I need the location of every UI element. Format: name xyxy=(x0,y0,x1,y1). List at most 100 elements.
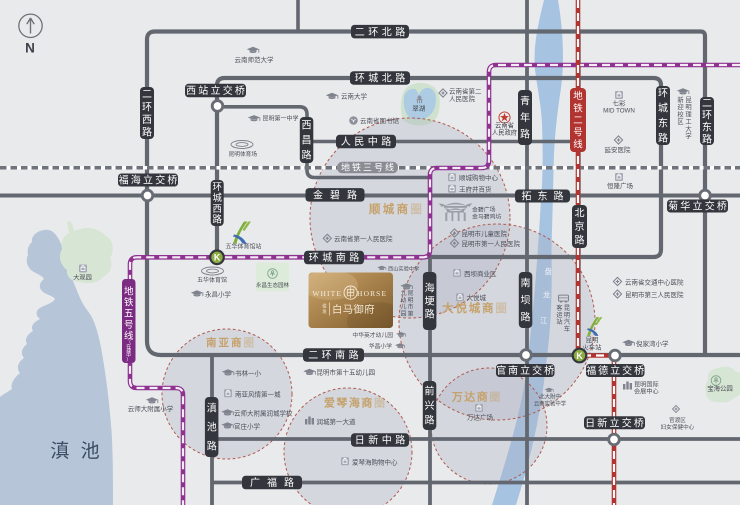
svg-text:五华体育馆: 五华体育馆 xyxy=(197,276,227,284)
svg-text:大悦城商圈: 大悦城商圈 xyxy=(442,301,509,315)
svg-text:大悦城: 大悦城 xyxy=(467,293,487,302)
svg-text:环城北路: 环城北路 xyxy=(355,72,409,85)
svg-text:翠湖: 翠湖 xyxy=(412,104,426,113)
svg-text:明: 明 xyxy=(685,103,691,111)
svg-text:路: 路 xyxy=(425,308,435,321)
svg-text:官南立交桥: 官南立交桥 xyxy=(496,364,556,377)
svg-text:工: 工 xyxy=(685,119,691,126)
svg-text:K: K xyxy=(576,351,583,361)
svg-text:园: 园 xyxy=(401,310,407,317)
svg-text:迎: 迎 xyxy=(677,102,684,111)
svg-text:线: 线 xyxy=(124,330,134,342)
svg-text:西山实验中学: 西山实验中学 xyxy=(388,264,419,272)
svg-text:中华英才幼儿园: 中华英才幼儿园 xyxy=(352,331,393,339)
svg-text:环城南路: 环城南路 xyxy=(309,251,363,264)
svg-text:中: 中 xyxy=(126,352,131,359)
svg-text:昆: 昆 xyxy=(564,305,570,312)
svg-text:号: 号 xyxy=(124,320,134,331)
svg-text:五: 五 xyxy=(124,309,134,320)
svg-text:西站立交桥: 西站立交桥 xyxy=(186,84,247,97)
svg-text:线: 线 xyxy=(573,139,583,151)
svg-text:环: 环 xyxy=(702,111,712,122)
svg-text:理: 理 xyxy=(685,110,692,118)
svg-text:万达商圈: 万达商圈 xyxy=(451,390,502,404)
svg-text:南亚商圈: 南亚商圈 xyxy=(206,336,256,349)
svg-text:京: 京 xyxy=(575,220,585,233)
svg-text:南: 南 xyxy=(521,277,531,290)
svg-text:城: 城 xyxy=(212,193,222,204)
svg-text:昆明市第一人民医院: 昆明市第一人民医院 xyxy=(462,239,521,248)
svg-text:云南实验中学: 云南实验中学 xyxy=(534,400,567,408)
svg-text:地铁三号线: 地铁三号线 xyxy=(341,162,396,173)
svg-text:西: 西 xyxy=(302,121,312,132)
svg-text:北: 北 xyxy=(575,208,585,220)
svg-text:永昌生态园林: 永昌生态园林 xyxy=(256,281,290,289)
svg-text:建: 建 xyxy=(126,347,131,354)
svg-text:坝: 坝 xyxy=(521,295,531,307)
svg-text:环: 环 xyxy=(658,89,668,100)
svg-text:校: 校 xyxy=(677,109,684,118)
svg-text:二环南路: 二环南路 xyxy=(308,349,362,362)
svg-text:第: 第 xyxy=(408,309,414,317)
svg-text:昆明市第十五幼儿园: 昆明市第十五幼儿园 xyxy=(317,368,376,377)
svg-text:官渡区: 官渡区 xyxy=(669,416,686,424)
svg-text:路: 路 xyxy=(520,128,530,141)
svg-text:人民中路: 人民中路 xyxy=(341,135,395,148)
svg-text:北大附中: 北大附中 xyxy=(539,393,561,401)
svg-text:宝海公园: 宝海公园 xyxy=(707,384,733,393)
svg-text:路: 路 xyxy=(302,149,312,162)
svg-text:新: 新 xyxy=(677,95,684,104)
svg-text:昆明体育场: 昆明体育场 xyxy=(229,150,258,158)
svg-text:云南省图书馆: 云南省图书馆 xyxy=(360,116,400,125)
svg-text:西坝商业区: 西坝商业区 xyxy=(464,269,497,278)
svg-text:青: 青 xyxy=(520,95,530,108)
svg-text:延安医院: 延安医院 xyxy=(605,145,632,154)
svg-text:广福路: 广福路 xyxy=(250,476,301,489)
svg-text:云南师范大学: 云南师范大学 xyxy=(235,55,275,64)
svg-text:九: 九 xyxy=(401,289,407,297)
svg-text:盘: 盘 xyxy=(545,267,552,276)
svg-text:发: 发 xyxy=(322,308,327,315)
svg-text:云南省第二: 云南省第二 xyxy=(449,87,482,96)
svg-text:WHITE: WHITE xyxy=(312,289,342,298)
svg-text:南亚风情第一城: 南亚风情第一城 xyxy=(235,389,281,398)
svg-text:大观园: 大观园 xyxy=(73,274,92,282)
svg-text:白马御府: 白马御府 xyxy=(332,303,375,316)
svg-text:环: 环 xyxy=(212,182,222,193)
svg-text:MID TOWN: MID TOWN xyxy=(603,108,635,115)
svg-text:万达广场: 万达广场 xyxy=(467,413,494,422)
svg-text:金碧广场: 金碧广场 xyxy=(472,205,496,213)
svg-text:号: 号 xyxy=(573,128,583,139)
svg-text:学: 学 xyxy=(685,131,691,140)
svg-text:年: 年 xyxy=(520,111,530,124)
svg-text:五华体育馆站: 五华体育馆站 xyxy=(225,243,261,251)
svg-text:恒隆广场: 恒隆广场 xyxy=(607,181,634,190)
svg-text:王府井百货: 王府井百货 xyxy=(459,185,492,194)
svg-text:路: 路 xyxy=(142,126,152,139)
svg-text:人民政府: 人民政府 xyxy=(492,128,517,137)
svg-text:前: 前 xyxy=(425,385,435,398)
svg-text:）: ） xyxy=(126,357,131,363)
svg-text:儿: 儿 xyxy=(401,304,407,311)
svg-text:拓东路: 拓东路 xyxy=(522,190,570,203)
svg-text:人民医院: 人民医院 xyxy=(449,94,476,103)
svg-text:永昌小学: 永昌小学 xyxy=(205,289,232,298)
svg-text:明: 明 xyxy=(564,312,570,319)
svg-text:大: 大 xyxy=(685,124,692,133)
svg-text:地: 地 xyxy=(124,285,134,297)
svg-text:云南省: 云南省 xyxy=(495,121,514,130)
svg-text:金碧路: 金碧路 xyxy=(313,188,364,201)
svg-text:汽: 汽 xyxy=(564,318,570,326)
svg-text:路: 路 xyxy=(521,311,531,324)
svg-text:昆明: 昆明 xyxy=(586,336,599,344)
svg-text:二: 二 xyxy=(573,115,583,126)
svg-text:路: 路 xyxy=(702,133,712,146)
svg-text:兴: 兴 xyxy=(425,400,435,412)
svg-text:K: K xyxy=(214,253,221,263)
svg-text:市: 市 xyxy=(408,303,414,311)
svg-text:路: 路 xyxy=(658,132,668,145)
svg-text:客: 客 xyxy=(556,304,562,312)
svg-text:路: 路 xyxy=(425,414,435,427)
svg-text:火车站: 火车站 xyxy=(582,342,602,351)
svg-text:幼: 幼 xyxy=(401,296,407,304)
